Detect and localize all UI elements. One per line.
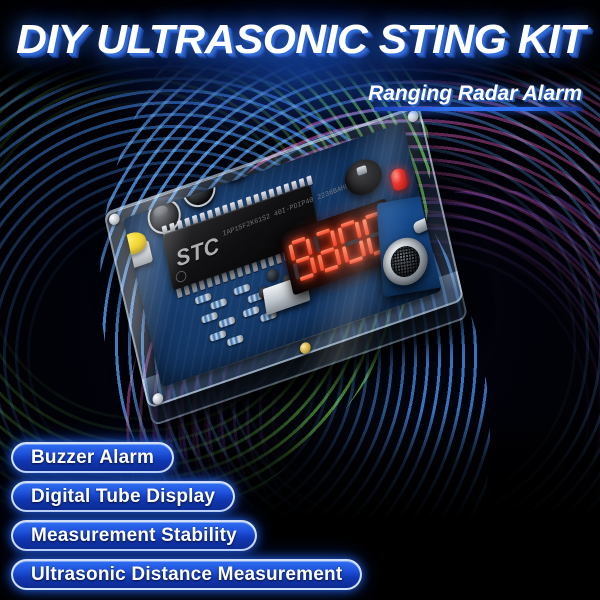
feature-pill-ultrasonic-distance-measurement[interactable]: Ultrasonic Distance Measurement	[11, 559, 363, 590]
subtitle-container: Ranging Radar Alarm	[368, 82, 582, 111]
subtitle-underline	[374, 107, 582, 111]
feature-label: Buzzer Alarm	[31, 446, 155, 468]
feature-pill-digital-tube-display[interactable]: Digital Tube Display	[11, 481, 236, 512]
feature-label: Measurement Stability	[31, 524, 237, 546]
headline-container: DIY ULTRASONIC STING KIT	[0, 16, 600, 63]
feature-label: Digital Tube Display	[31, 485, 216, 507]
feature-list: Buzzer Alarm Digital Tube Display Measur…	[11, 442, 363, 590]
page-subtitle: Ranging Radar Alarm	[368, 82, 582, 105]
chip-pin1-notch	[174, 269, 188, 284]
feature-pill-measurement-stability[interactable]: Measurement Stability	[11, 520, 257, 551]
page-title: DIY ULTRASONIC STING KIT	[15, 16, 585, 62]
product-image: STC IAP15F2K61S2 40I-PDIP40 2236BAHB2586…	[96, 104, 516, 434]
feature-label: Ultrasonic Distance Measurement	[31, 563, 343, 585]
chip-brand-label: STC	[173, 232, 222, 272]
feature-pill-buzzer-alarm[interactable]: Buzzer Alarm	[11, 442, 175, 473]
